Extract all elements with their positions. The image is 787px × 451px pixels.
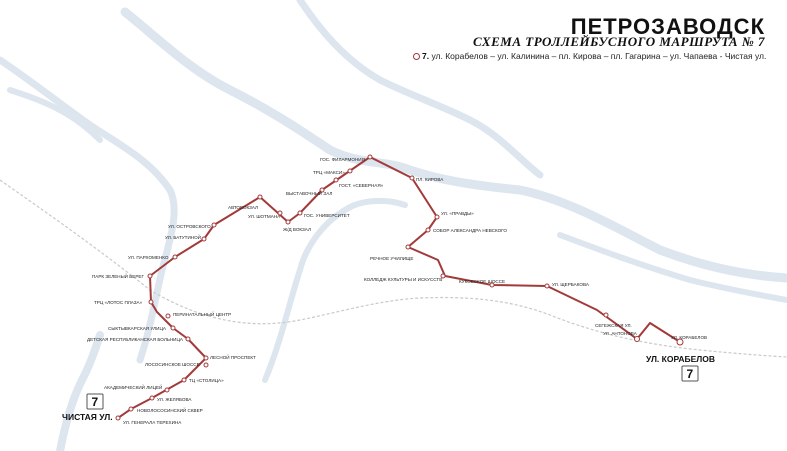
stop-label: НОВОЛОСОСИНСКИЙ СКВЕР [137,406,203,413]
stop-marker[interactable] [434,214,440,220]
stop-marker[interactable] [201,236,207,242]
stop-label: ВЫСТАВОЧНЫЙ ЗАЛ [286,189,332,196]
route-number-badge-end: 7 [681,365,699,382]
stop-marker[interactable] [164,387,170,393]
stop-label: ТЦ «СТОЛИЦА» [189,378,224,383]
terminus-start-label: ЧИСТАЯ УЛ. [62,412,113,422]
stop-label: ПЕРИНАТАЛЬНЫЙ ЦЕНТР [173,310,231,317]
river-bottom-left [56,331,104,451]
stop-marker[interactable] [319,187,325,193]
stop-label: УЛ. ЖЕЛЯБОВА [157,397,192,402]
route-line [117,156,681,419]
stop-marker[interactable] [148,299,154,305]
stop-marker[interactable] [285,219,291,225]
stop-label: УЛ. ПАРХОМЕНКО [128,255,169,260]
stop-label: СЕГЕЖСКАЯ УЛ. [595,323,632,328]
stop-marker[interactable] [147,273,153,279]
stop-label: УЛ. АНТОНОВА [603,331,638,336]
stop-label: РЕЧНОЕ УЧИЛИЩЕ [370,256,413,261]
stop-marker[interactable] [440,273,446,279]
stop-label: УЛ. ЩЕРБАКОВА [552,282,590,287]
stop-marker[interactable] [634,336,640,342]
river-upper [296,0,544,179]
stop-label: ТРЦ «ЛОТОС ПЛАЗА» [94,300,143,305]
stop-label: Ж/Д ВОКЗАЛ [283,227,311,232]
stop-marker[interactable] [544,283,550,289]
stop-label: ГОС. ФИЛАРМОНИЯ [320,157,365,162]
stop-marker[interactable] [203,362,209,368]
route-number-badge-start: 7 [86,393,104,410]
stop-marker[interactable] [203,355,209,361]
stop-label: УЛ. БАТУТИНОЙ [165,233,201,240]
stop-label: КОЛЛЕДЖ КУЛЬТУРЫ И ИСКУССТВ [364,277,442,282]
terminus-end-label: УЛ. КОРАБЕЛОВ [646,354,715,364]
stop-marker[interactable] [149,395,155,401]
stop-marker[interactable] [211,222,217,228]
stop-label: УЛ. ГЕНЕРАЛА ТЕРЕХИНА [123,420,182,425]
stop-marker[interactable] [425,227,431,233]
stop-marker[interactable] [277,210,283,216]
stop-marker[interactable] [367,154,373,160]
stop-marker[interactable] [603,312,609,318]
stop-label: УЛ. ОСТРОВСКОГО [168,224,211,229]
stop-marker[interactable] [185,336,191,342]
page-title: ПЕТРОЗАВОДСК [570,14,765,39]
stop-label: УЛ. «ПРАВДЫ» [441,211,474,216]
stop-label: СЫКТЫВКАРСКАЯ УЛИЦА [108,326,167,331]
route-number-end: 7 [687,367,694,381]
stop-marker[interactable] [128,406,134,412]
stop-marker[interactable] [172,254,178,260]
stop-marker[interactable] [170,325,176,331]
stop-label: КУКОВСКОЕ ШОССЕ [459,279,505,284]
river-lososinka-main [120,7,787,283]
stop-marker[interactable] [115,415,121,421]
stop-labels: УЛ. ГЕНЕРАЛА ТЕРЕХИНА НОВОЛОСОСИНСКИЙ СК… [87,157,707,425]
railway-line [0,179,787,358]
stop-label: ГОСТ. «СЕВЕРНАЯ» [339,183,384,188]
stop-marker[interactable] [257,194,263,200]
river-north-west [7,87,103,143]
stop-markers [115,154,684,421]
route-legend: 7. ул. Корабелов – ул. Калинина – пл. Ки… [413,51,766,61]
stop-marker[interactable] [165,313,171,319]
stop-marker[interactable] [347,168,353,174]
stop-marker[interactable] [676,338,684,346]
stop-marker[interactable] [409,175,415,181]
lake-shore [557,232,787,303]
stop-marker[interactable] [489,282,495,288]
stop-label: ПАРК ЗЕЛЕНЫЙ БЕРЕГ [92,272,144,279]
stop-label: ТРЦ «МАКСИ» [313,170,345,175]
route-marker-icon [413,53,420,61]
stop-label: ЛЕСНОЙ ПРОСПЕКТ [210,353,256,360]
stop-label: СОБОР АЛЕКСАНДРА НЕВСКОГО [433,228,507,233]
stop-marker[interactable] [333,177,339,183]
stop-label: АВТОВОКЗАЛ [228,205,258,210]
route-number-start: 7 [92,395,99,409]
stop-marker[interactable] [181,377,187,383]
stop-label: УЛ. КОРАБЕЛОВ [671,335,707,340]
stop-label: ГОС. УНИВЕРСИТЕТ [304,213,350,218]
stop-label: ПЛ. КИРОВА [416,177,444,182]
river-left [0,56,178,364]
stop-label: ЛОСОСИНСКОЕ ШОССЕ [145,362,200,367]
stop-label: ДЕТСКАЯ РЕСПУБЛИКАНСКАЯ БОЛЬНИЦА [87,337,184,342]
stop-marker[interactable] [297,210,303,216]
stop-marker[interactable] [405,244,411,250]
route-description: ул. Корабелов – ул. Калинина – пл. Киров… [431,51,767,61]
route-number-label: 7. [422,51,430,61]
river-center [262,197,408,383]
stop-label: УЛ. ШОТМАНА [248,214,281,219]
page-subtitle: СХЕМА ТРОЛЛЕЙБУСНОГО МАРШРУТА № 7 [472,34,765,49]
stop-label: АКАДЕМИЧЕСКИЙ ЛИЦЕЙ [104,383,162,390]
